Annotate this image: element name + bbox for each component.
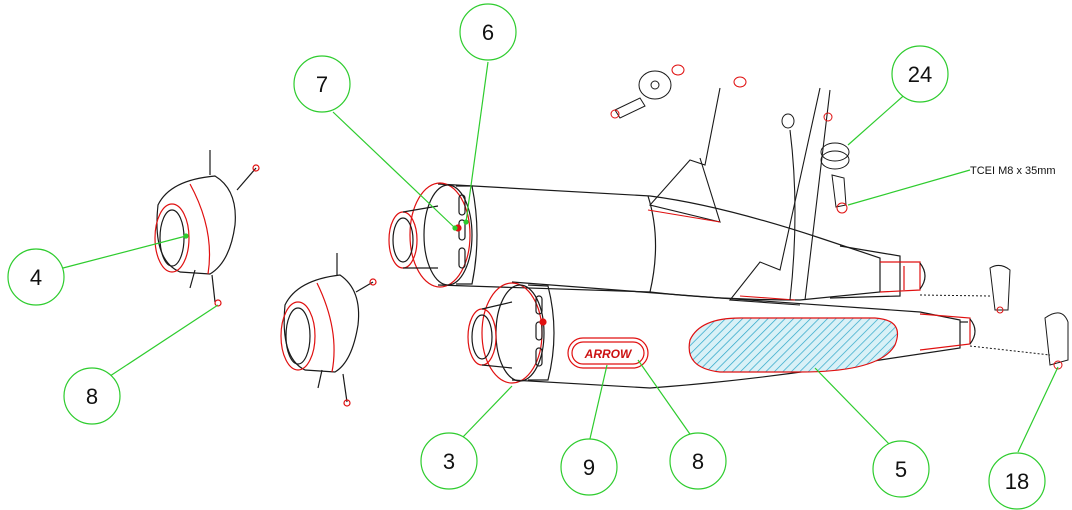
callout-number-6: 6 <box>482 20 494 45</box>
hardware <box>610 64 1069 370</box>
callout-balloon-3 <box>420 432 478 490</box>
callout-number-8: 8 <box>86 384 98 409</box>
callout-balloon-18 <box>988 452 1046 510</box>
clamp-icon <box>989 264 1011 311</box>
heat-shield <box>688 317 899 373</box>
mounting-brackets <box>647 87 831 306</box>
callout-number-7: 7 <box>316 72 328 97</box>
arrow-logo: ARROW <box>584 347 633 361</box>
bolt-icon <box>614 97 646 119</box>
callout-balloon-9 <box>560 438 618 496</box>
callout-number-8: 8 <box>692 449 704 474</box>
callout-number-3: 3 <box>443 449 455 474</box>
callout-balloon-8 <box>63 367 121 425</box>
nut-icon <box>733 76 747 88</box>
callout-balloons: 6 7 24 4 8 3 9 8 5 18 <box>7 3 1046 510</box>
clamp-icon <box>1044 312 1069 366</box>
nut-icon <box>671 64 685 76</box>
callout-number-18: 18 <box>1005 469 1029 494</box>
leader-lines <box>62 61 1059 453</box>
callout-number-4: 4 <box>30 265 42 290</box>
callout-number-9: 9 <box>583 455 595 480</box>
end-cap-large <box>154 150 260 307</box>
nut-icon <box>781 113 795 129</box>
washer-icon <box>638 70 672 100</box>
callout-balloon-8 <box>669 432 727 490</box>
callout-balloon-6 <box>459 3 517 61</box>
callout-balloon-4 <box>7 248 65 306</box>
bolt-icon <box>831 174 847 208</box>
callout-balloon-5 <box>872 440 930 498</box>
end-cap-small <box>280 253 377 407</box>
callout-balloon-7 <box>293 55 351 113</box>
bolt-spec-label: TCEI M8 x 35mm <box>970 165 1056 177</box>
logo-plate <box>567 337 649 369</box>
callout-number-5: 5 <box>895 457 907 482</box>
callout-number-24: 24 <box>908 62 932 87</box>
lower-muffler <box>467 281 976 389</box>
callout-balloon-24 <box>891 45 949 103</box>
washer-icon <box>820 142 850 162</box>
